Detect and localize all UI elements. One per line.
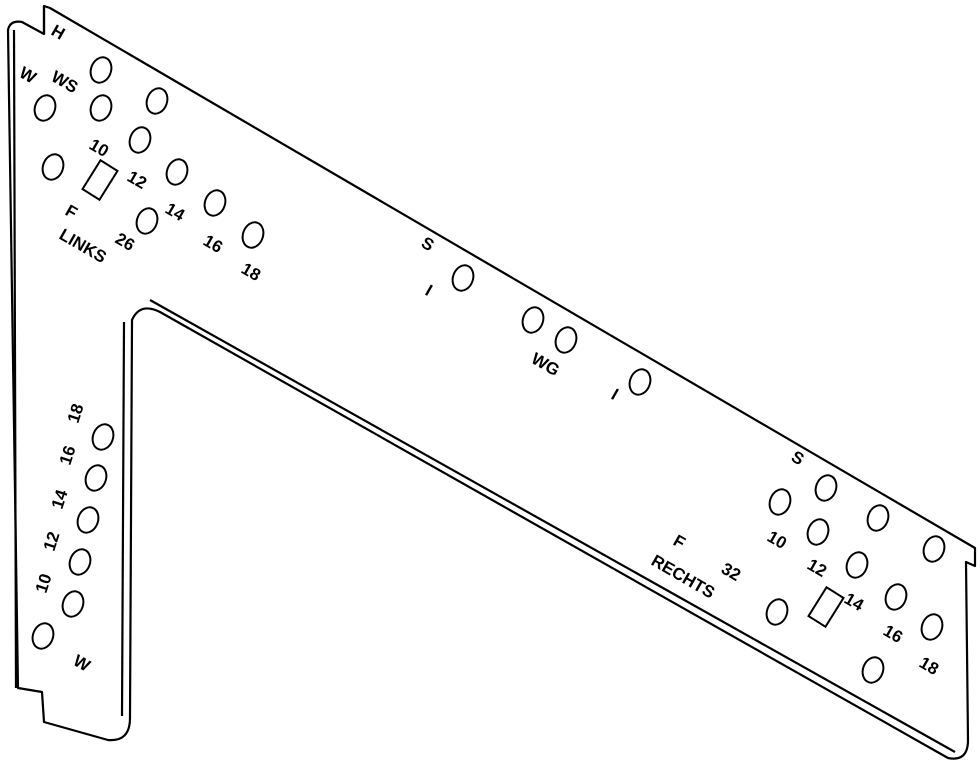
hole <box>861 656 885 684</box>
hole <box>135 207 159 235</box>
hole <box>806 518 830 546</box>
label-16: 16 <box>56 443 80 467</box>
hole <box>145 87 169 115</box>
label-ws: WS <box>48 67 81 97</box>
hole <box>91 423 115 451</box>
rect-cutout <box>81 158 119 202</box>
hole <box>165 158 189 186</box>
hole <box>89 56 113 84</box>
hole <box>922 535 946 563</box>
label-14: 14 <box>162 199 188 225</box>
hole <box>203 189 227 217</box>
hole <box>41 153 65 181</box>
hole <box>628 368 652 396</box>
hole <box>768 488 792 516</box>
hole <box>814 474 838 502</box>
label-links: LINKS <box>56 225 110 267</box>
hole <box>128 126 152 154</box>
hole <box>31 622 55 650</box>
hole <box>554 326 578 354</box>
label-12: 12 <box>804 555 830 581</box>
labels: H W WS 10 12 14 16 18 F LINKS 26 S I WG … <box>16 21 942 679</box>
label-32: 32 <box>718 559 744 585</box>
hole <box>521 306 545 334</box>
label-s: S <box>418 233 437 255</box>
label-f: F <box>62 201 80 223</box>
hole <box>920 613 944 641</box>
holes <box>31 56 946 684</box>
label-10: 10 <box>32 571 56 595</box>
hole <box>84 464 108 492</box>
bracket-outline <box>6 4 977 760</box>
label-16: 16 <box>880 621 906 647</box>
hole <box>68 548 92 576</box>
label-i: I <box>608 385 622 404</box>
rect-cutout <box>807 585 845 629</box>
label-14: 14 <box>48 487 72 511</box>
hole <box>89 94 113 122</box>
hole <box>61 590 85 618</box>
label-18: 18 <box>64 401 88 425</box>
label-w: W <box>16 63 40 88</box>
label-16: 16 <box>200 231 226 257</box>
label-s: S <box>788 447 807 469</box>
label-10: 10 <box>764 527 790 553</box>
hole <box>845 551 869 579</box>
hole <box>33 94 57 122</box>
label-f: F <box>670 531 688 553</box>
hole <box>451 264 475 292</box>
label-18: 18 <box>916 653 942 679</box>
label-14: 14 <box>841 589 867 615</box>
hole <box>241 221 265 249</box>
hole <box>884 583 908 611</box>
label-wg: WG <box>528 349 563 380</box>
label-12: 12 <box>40 529 64 553</box>
label-18: 18 <box>238 259 264 285</box>
label-12: 12 <box>124 167 150 193</box>
label-w: W <box>70 651 94 676</box>
label-i: I <box>422 281 436 300</box>
label-26: 26 <box>112 229 138 255</box>
hole <box>765 598 789 626</box>
hole <box>866 504 890 532</box>
label-10: 10 <box>86 135 112 161</box>
label-h: H <box>48 21 68 44</box>
hole <box>76 506 100 534</box>
